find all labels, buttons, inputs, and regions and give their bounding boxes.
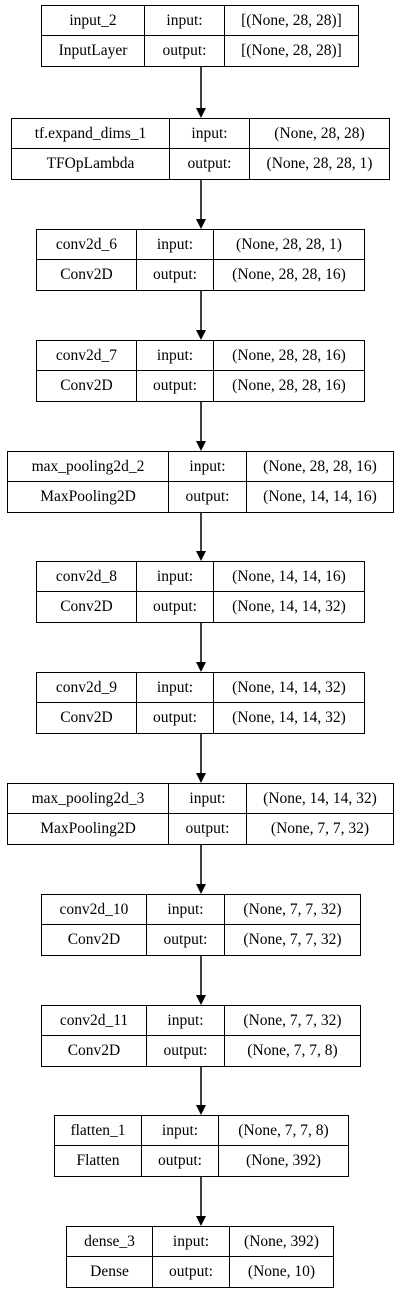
layer-name: conv2d_7 <box>37 341 137 371</box>
input-shape: (None, 28, 28, 16) <box>214 341 364 371</box>
output-shape: [(None, 28, 28)] <box>241 42 342 59</box>
layer-name: conv2d_11 <box>42 1006 147 1036</box>
input-label: input: <box>147 1006 225 1036</box>
arrowhead <box>196 1105 206 1115</box>
output-label: output: <box>137 703 214 733</box>
output-label: output: <box>170 149 250 179</box>
layer-name: tf.expand_dims_1 <box>12 119 170 149</box>
input-shape: (None, 7, 7, 32) <box>225 895 360 925</box>
layer-name: flatten_1 <box>55 1116 142 1146</box>
layer-name: dense_3 <box>67 1227 153 1257</box>
input-label: input: <box>145 6 225 36</box>
input-label: input: <box>153 1227 230 1257</box>
output-shape: (None, 7, 7, 32) <box>243 931 342 948</box>
output-label: output: <box>145 36 225 66</box>
output-shape: (None, 7, 7, 8) <box>247 1042 338 1059</box>
output-label: output: <box>147 1036 225 1066</box>
arrowhead <box>196 441 206 451</box>
layer-type: MaxPooling2D <box>8 814 169 844</box>
output-label: output: <box>153 1257 230 1287</box>
output-label: output: <box>137 592 214 622</box>
input-shape: (None, 7, 7, 32) <box>225 1006 360 1036</box>
layer-type: MaxPooling2D <box>8 482 169 512</box>
output-label: output: <box>147 925 225 955</box>
input-shape: (None, 28, 28, 1) <box>214 230 364 260</box>
layer-type: InputLayer <box>42 36 145 66</box>
output-label: output: <box>169 814 247 844</box>
arrowhead <box>196 219 206 229</box>
input-shape: (None, 14, 14, 32) <box>247 784 393 814</box>
output-label: output: <box>137 371 214 401</box>
output-shape: (None, 14, 14, 32) <box>232 709 346 726</box>
arrowhead <box>196 330 206 340</box>
layer-type: Flatten <box>55 1146 142 1176</box>
layer-type: Conv2D <box>37 592 137 622</box>
layer-name: max_pooling2d_3 <box>8 784 169 814</box>
input-shape: (None, 14, 14, 32) <box>214 673 364 703</box>
layer-name: max_pooling2d_2 <box>8 452 169 482</box>
output-shape: (None, 10) <box>247 1263 316 1280</box>
output-shape: (None, 7, 7, 32) <box>270 820 370 837</box>
layer-name: conv2d_8 <box>37 562 137 592</box>
output-label: output: <box>137 260 214 290</box>
layer-type: Conv2D <box>37 260 137 290</box>
arrowhead <box>196 773 206 783</box>
arrowhead <box>196 995 206 1005</box>
layer-name: conv2d_6 <box>37 230 137 260</box>
layer-name: input_2 <box>42 6 145 36</box>
input-label: input: <box>137 341 214 371</box>
input-shape: (None, 392) <box>230 1227 333 1257</box>
input-label: input: <box>137 230 214 260</box>
arrowhead <box>196 1216 206 1226</box>
input-label: input: <box>169 452 247 482</box>
input-shape: (None, 14, 14, 16) <box>214 562 364 592</box>
layer-type: Conv2D <box>37 703 137 733</box>
input-shape: (None, 28, 28, 16) <box>247 452 393 482</box>
output-shape: (None, 392) <box>246 1152 321 1169</box>
input-label: input: <box>142 1116 219 1146</box>
layer-name: conv2d_9 <box>37 673 137 703</box>
layer-type: Conv2D <box>42 1036 147 1066</box>
layer-name: conv2d_10 <box>42 895 147 925</box>
layer-type: Conv2D <box>42 925 147 955</box>
input-label: input: <box>170 119 250 149</box>
output-shape: (None, 28, 28, 16) <box>232 377 346 394</box>
input-shape: (None, 28, 28) <box>250 119 389 149</box>
input-shape: (None, 7, 7, 8) <box>219 1116 348 1146</box>
output-label: output: <box>142 1146 219 1176</box>
input-shape: [(None, 28, 28)] <box>225 6 358 36</box>
input-label: input: <box>137 562 214 592</box>
output-shape: (None, 28, 28, 1) <box>266 155 373 172</box>
output-shape: (None, 14, 14, 32) <box>232 598 346 615</box>
layer-type: Conv2D <box>37 371 137 401</box>
arrowhead <box>196 108 206 118</box>
layer-type: TFOpLambda <box>12 149 170 179</box>
output-shape: (None, 28, 28, 16) <box>232 266 346 283</box>
input-label: input: <box>137 673 214 703</box>
layer-type: Dense <box>67 1257 153 1287</box>
input-label: input: <box>169 784 247 814</box>
arrowhead <box>196 662 206 672</box>
output-shape: (None, 14, 14, 16) <box>263 488 377 505</box>
output-label: output: <box>169 482 247 512</box>
input-label: input: <box>147 895 225 925</box>
arrowhead <box>196 884 206 894</box>
arrowhead <box>196 551 206 561</box>
